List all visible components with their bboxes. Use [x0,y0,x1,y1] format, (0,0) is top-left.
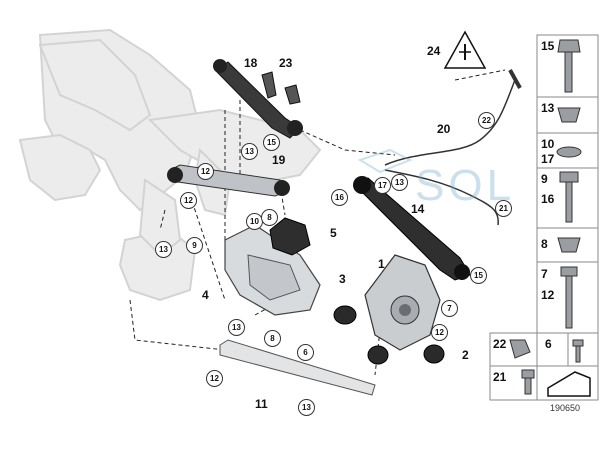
sidebar-label-16: 16 [541,192,555,206]
bushing-2 [367,344,445,365]
sol-watermark-text: SOL [415,161,515,210]
callout-17: 17 [374,177,391,194]
callout-21-cable: 21 [495,200,512,217]
sidebar-cell-22 [489,332,538,401]
sidebar-dividers [537,96,598,367]
sidebar-label-10: 10 [541,137,555,151]
callout-13-bottom: 13 [298,399,315,416]
wheel-carrier-1 [364,254,441,351]
callout-12-left: 12 [180,192,197,209]
arrow-icon [547,371,591,397]
upper-control-arm-18 [213,59,303,139]
callout-1: 1 [378,257,385,271]
callout-13-mid: 13 [391,174,408,191]
callout-11: 11 [255,397,268,411]
sidebar-label-15: 15 [541,39,555,53]
warning-triangle-icon [443,30,487,69]
callout-13-top: 13 [241,143,258,160]
sidebar-label-12: 12 [541,288,555,302]
bushing-3 [333,305,357,325]
sidebar-label-13: 13 [541,101,555,115]
callout-23: 23 [279,56,293,70]
sidebar-label-9: 9 [541,172,548,186]
callout-3: 3 [339,272,346,286]
callout-2: 2 [462,348,469,362]
sidebar-label-21: 21 [493,370,507,384]
callout-13-left: 13 [155,241,172,258]
document-number: 190650 [550,403,581,413]
sidebar-label-17: 17 [541,152,555,166]
callout-4: 4 [202,288,209,302]
callout-9: 9 [186,237,203,254]
callout-13-bottom-left: 13 [228,319,245,336]
callout-14: 14 [411,202,425,216]
callout-6: 6 [297,344,314,361]
callout-12-upper: 12 [197,163,214,180]
callout-8-bottom: 8 [264,330,281,347]
sol-watermark: SOL [357,148,515,210]
callout-15-top: 15 [263,134,280,151]
sidebar-label-7: 7 [541,267,548,281]
bracket-23 [261,71,301,105]
rubber-mount-5 [269,217,311,256]
callout-7: 7 [441,300,458,317]
sidebar-label-6: 6 [545,337,552,351]
callout-18: 18 [244,56,258,70]
trailing-arm-14 [353,176,471,281]
callout-24: 24 [427,44,441,58]
lower-control-arm-4 [224,224,321,316]
sidebar-label-22: 22 [493,337,507,351]
sidebar-label-8: 8 [541,237,548,251]
callout-5: 5 [330,226,337,240]
callout-20: 20 [437,122,451,136]
callout-22-cable: 22 [478,112,495,129]
sidebar-fasteners [509,39,584,395]
callout-16: 16 [331,189,348,206]
track-rod-11 [219,339,376,396]
callout-19: 19 [272,153,286,167]
callout-8: 8 [261,209,278,226]
callout-12-bottom: 12 [206,370,223,387]
callout-15-right: 15 [470,267,487,284]
callout-12-right: 12 [431,324,448,341]
